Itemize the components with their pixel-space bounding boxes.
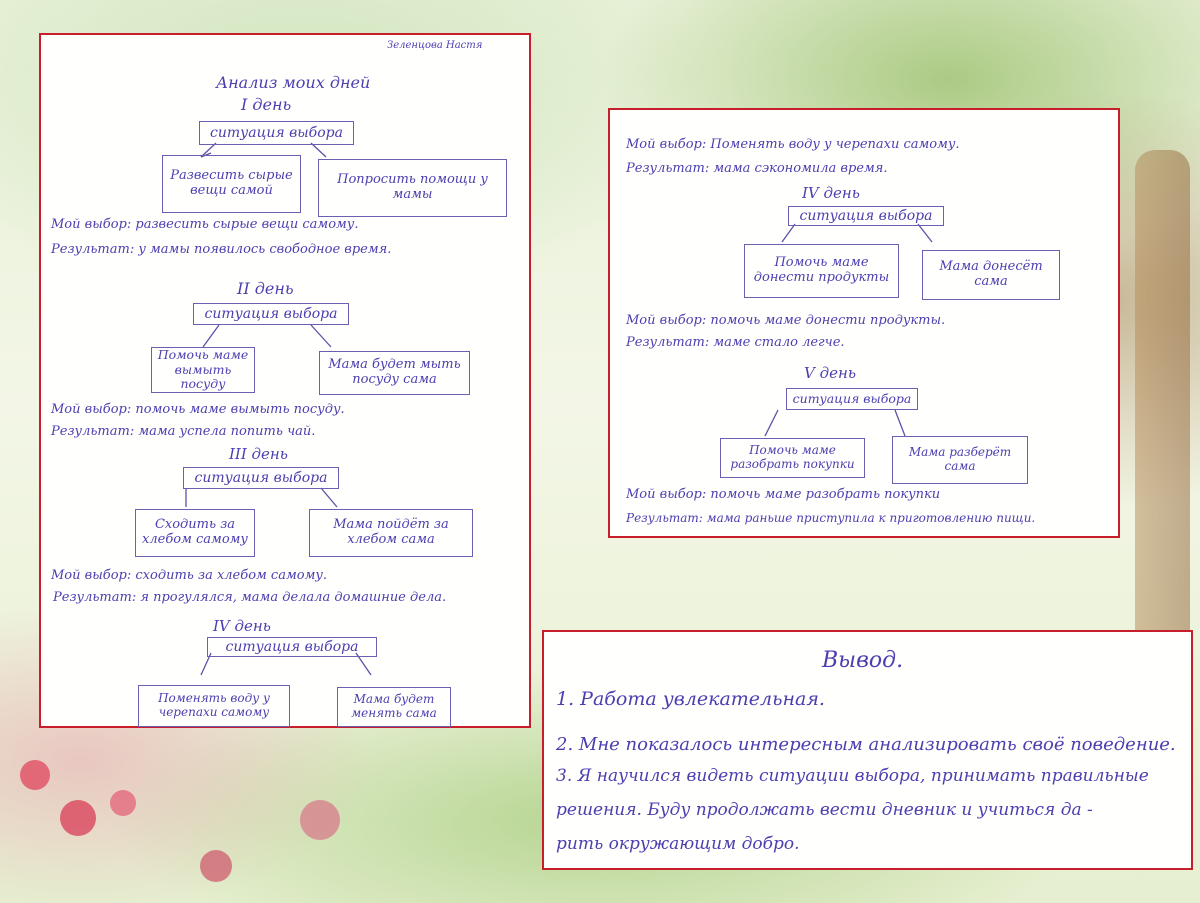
day5-situation-box: ситуация выбора — [786, 388, 918, 410]
day2-situation-box: ситуация выбора — [193, 303, 349, 325]
conclusion-line-3c: рить окружающим добро. — [556, 834, 800, 854]
day3-choice: Мой выбор: сходить за хлебом самому. — [51, 568, 328, 583]
day1-option-a: Развесить сырые вещи самой — [162, 155, 301, 213]
day3-result: Результат: я прогулялся, мама делала дом… — [53, 590, 447, 605]
conclusion-sheet: Вывод. 1. Работа увлекательная. 2. Мне п… — [542, 630, 1193, 870]
conclusion-title: Вывод. — [822, 648, 904, 673]
day4-option-a: Поменять воду у черепахи самому — [138, 685, 290, 727]
diary-sheet-left: Зеленцова Настя Анализ моих дней I день … — [39, 33, 531, 728]
tree-connectors — [185, 142, 372, 676]
day5-option-a: Помочь маме разобрать покупки — [720, 438, 865, 478]
tree-connectors-right — [764, 223, 933, 437]
background-flower — [200, 850, 232, 882]
day2-result: Результат: мама успела попить чай. — [51, 424, 316, 439]
day1-option-b: Попросить помощи у мамы — [318, 159, 507, 217]
author-name: Зеленцова Настя — [387, 40, 483, 51]
conclusion-line-2: 2. Мне показалось интересным анализирова… — [556, 734, 1176, 755]
day-iv-heading: IV день — [802, 184, 860, 202]
day2-choice: Мой выбор: помочь маме вымыть посуду. — [51, 402, 345, 417]
day3-situation-box: ситуация выбора — [183, 467, 339, 489]
day1-result: Результат: у мамы появилось свободное вр… — [51, 242, 392, 257]
background-flower — [60, 800, 96, 836]
day4-option-b: Мама будет менять сама — [337, 687, 451, 727]
background-flower — [300, 800, 340, 840]
day1-choice: Мой выбор: развесить сырые вещи самому. — [51, 217, 359, 232]
day4-situation-box: ситуация выбора — [207, 637, 377, 657]
conclusion-line-3a: 3. Я научился видеть ситуации выбора, пр… — [556, 766, 1149, 786]
sheet-title: Анализ моих дней — [216, 73, 371, 92]
day-iv-situation-box: ситуация выбора — [788, 206, 944, 226]
diary-sheet-right: Мой выбор: Поменять воду у черепахи само… — [608, 108, 1120, 538]
day1-heading: I день — [241, 95, 292, 114]
day-iv-option-a: Помочь маме донести продукты — [744, 244, 899, 298]
background-flower — [20, 760, 50, 790]
background-flower — [110, 790, 136, 816]
day2-heading: II день — [237, 279, 294, 298]
background-tree-trunk — [1135, 150, 1190, 650]
day4-result: Результат: мама сэкономила время. — [626, 161, 888, 176]
day5-result: Результат: мама раньше приступила к приг… — [626, 511, 1036, 525]
day1-situation-box: ситуация выбора — [199, 121, 354, 145]
day-iv-option-b: Мама донесёт сама — [922, 250, 1060, 300]
day-iv-result: Результат: маме стало легче. — [626, 335, 845, 350]
day5-option-b: Мама разберёт сама — [892, 436, 1028, 484]
day3-option-b: Мама пойдёт за хлебом сама — [309, 509, 473, 557]
day5-choice: Мой выбор: помочь маме разобрать покупки — [626, 487, 941, 502]
day4-heading: IV день — [213, 617, 271, 635]
day3-heading: III день — [229, 445, 288, 463]
day5-heading: V день — [804, 364, 857, 382]
conclusion-line-3b: решения. Буду продолжать вести дневник и… — [556, 800, 1093, 820]
day2-option-b: Мама будет мыть посуду сама — [319, 351, 470, 395]
day-iv-choice: Мой выбор: помочь маме донести продукты. — [626, 313, 946, 328]
day2-option-a: Помочь маме вымыть посуду — [151, 347, 255, 393]
day3-option-a: Сходить за хлебом самому — [135, 509, 255, 557]
day4-choice: Мой выбор: Поменять воду у черепахи само… — [626, 137, 960, 152]
conclusion-line-1: 1. Работа увлекательная. — [556, 688, 825, 710]
